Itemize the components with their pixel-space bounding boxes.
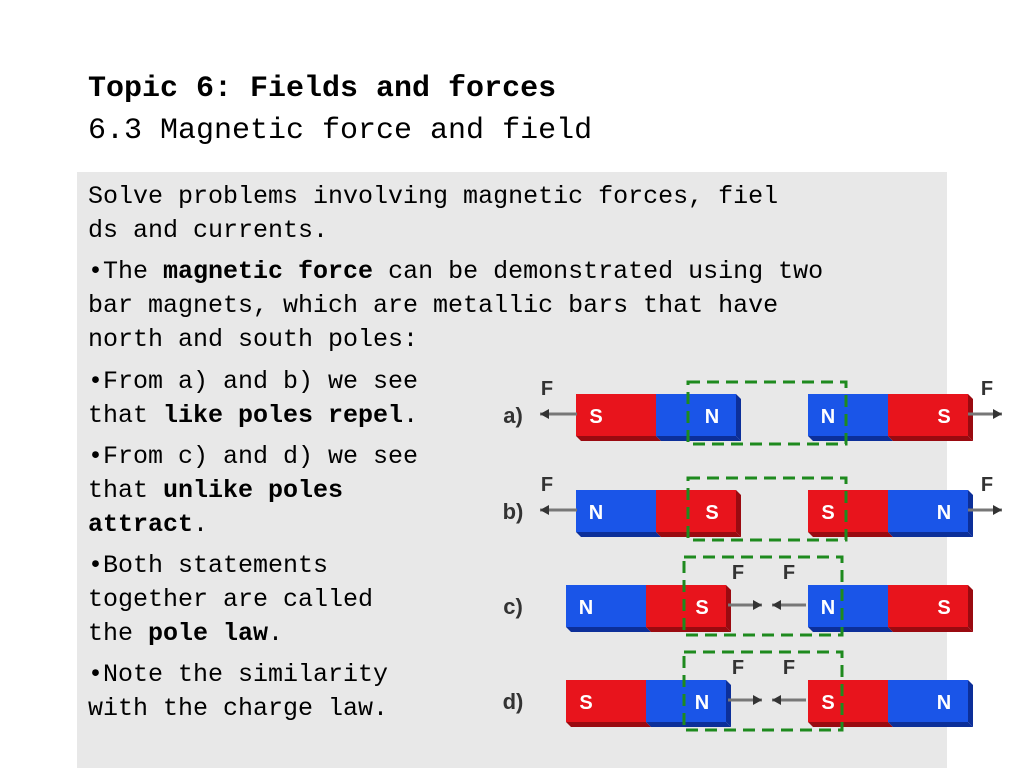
row-2-magnet-right-pole-1-label: S [937,597,950,619]
row-0-force-arrow-left-head [540,409,549,419]
row-3-force-label-right: F [783,657,795,679]
row-0-magnet-right-pole-1-shadow [888,436,973,441]
row-3-magnet-right-pole-1-label: N [937,692,951,714]
row-1-magnet-left-pole-1 [656,490,736,532]
row-1-magnet-left-pole-1-shadow [656,532,741,537]
row-3-magnet-right-pole-1 [888,680,968,722]
row-2-magnet-left-pole-0-shadow [566,627,651,632]
row-1-magnet-right-pole-1-label: N [937,502,951,524]
row-3-magnet-right-pole-0 [808,680,888,722]
row-1-magnet-left-pole-0-shadow [576,532,661,537]
row-1-magnet-right-side [968,490,973,537]
row-0-magnet-left-pole-1-shadow [656,436,741,441]
row-3-magnet-right-pole-0-label: S [821,692,834,714]
row-0-magnet-left-pole-0-shadow [576,436,661,441]
row-2-magnet-right-pole-0-shadow [808,627,893,632]
row-0-label: a) [503,403,523,428]
row-1-label: b) [503,499,524,524]
row-3-magnet-left-pole-0-label: S [579,692,592,714]
bullet-magnetic-force: •The magnetic force can be demonstrated … [88,257,824,354]
row-2-magnet-left-pole-1 [646,585,726,627]
row-3-magnet-right-pole-1-shadow [888,722,973,727]
row-3-magnet-left-pole-1-shadow [646,722,731,727]
row-0-magnet-left-side [736,394,741,441]
row-2-force-arrow-left-head [753,600,762,610]
row-2-magnet-right-pole-0-label: N [821,597,835,619]
row-2-magnet-left-pole-0-label: N [579,597,593,619]
row-2-magnet-right-pole-1 [888,585,968,627]
row-2-force-arrow-right-head [772,600,781,610]
row-0-force-arrow-right-head [993,409,1002,419]
row-3-highlight-box [682,650,844,732]
row-3-force-arrow-left-head [753,695,762,705]
row-1-force-arrow-right-head [993,505,1002,515]
intro-text: Solve problems involving magnetic forces… [88,182,779,245]
row-1-magnet-right-pole-1 [888,490,968,532]
row-3-magnet-left-pole-1-label: N [695,692,709,714]
row-3-label: d) [503,689,524,714]
slide-title: Topic 6: Fields and forces [88,72,557,106]
row-0-magnet-left-pole-0 [576,394,656,436]
row-3-magnet-left-pole-0-shadow [566,722,651,727]
row-3-magnet-right-pole-0-shadow [808,722,893,727]
row-3-magnet-left-pole-0 [566,680,646,722]
row-2-magnet-right-side [968,585,973,632]
row-1-magnet-left-pole-0 [576,490,656,532]
row-2-magnet-right-pole-1-shadow [888,627,973,632]
row-2-force-label-left: F [732,562,744,584]
row-1-magnet-left-side [736,490,741,537]
row-1-magnet-right-pole-0-shadow [808,532,893,537]
row-0-magnet-right-pole-1-label: S [937,406,950,428]
row-1-force-label-right: F [981,474,993,496]
row-2-magnet-left-side [726,585,731,632]
row-2-magnet-left-pole-1-shadow [646,627,731,632]
row-3-magnet-left-pole-1 [646,680,726,722]
row-2-magnet-left-pole-0 [566,585,646,627]
row-0-magnet-right-side [968,394,973,441]
row-0-highlight-box [686,380,848,446]
row-0-magnet-right-pole-0-shadow [808,436,893,441]
slide-subtitle: 6.3 Magnetic force and field [88,114,593,148]
row-2-magnet-right-pole-0 [808,585,888,627]
row-1-magnet-right-pole-0-label: S [821,502,834,524]
row-3-force-arrow-right-head [772,695,781,705]
row-2-force-label-right: F [783,562,795,584]
row-0-magnet-right-pole-1 [888,394,968,436]
row-0-force-label-right: F [981,378,993,400]
row-1-magnet-left-pole-1-label: S [705,502,718,524]
row-1-magnet-left-pole-0-label: N [589,502,603,524]
row-2-highlight-box [682,555,844,637]
row-1-magnet-right-pole-1-shadow [888,532,973,537]
row-1-highlight-box [686,476,848,542]
row-2-magnet-left-pole-1-label: S [695,597,708,619]
row-0-magnet-right-pole-0 [808,394,888,436]
row-0-magnet-right-pole-0-label: N [821,406,835,428]
row-1-force-label-left: F [541,474,553,496]
row-3-force-label-left: F [732,657,744,679]
row-1-magnet-right-pole-0 [808,490,888,532]
row-0-force-label-left: F [541,378,553,400]
row-1-force-arrow-left-head [540,505,549,515]
row-3-magnet-left-side [726,680,731,727]
row-0-magnet-left-pole-1 [656,394,736,436]
row-0-magnet-left-pole-1-label: N [705,406,719,428]
content-box [77,172,947,768]
row-2-label: c) [503,594,523,619]
row-0-magnet-left-pole-0-label: S [589,406,602,428]
row-3-magnet-right-side [968,680,973,727]
